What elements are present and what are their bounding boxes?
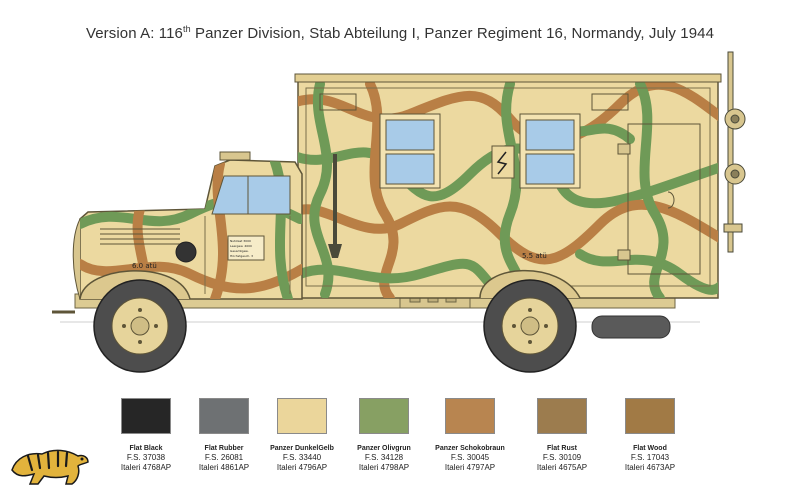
title-superscript: th <box>182 24 191 34</box>
box-rear-door <box>627 123 701 275</box>
color-chip <box>359 398 409 434</box>
spare-tire <box>591 315 671 339</box>
rear-marking: 5.5 atü <box>522 252 547 260</box>
title-prefix: Version A: 116 <box>85 25 183 42</box>
swatch-panzer-schokobraun: Panzer Schokobraun F.S. 30045 Italeri 47… <box>430 398 510 473</box>
swatch-flat-wood: Flat Wood F.S. 17043 Italeri 4673AP <box>610 398 690 473</box>
swatch-name: Flat Wood <box>633 445 667 452</box>
color-chip <box>199 398 249 434</box>
rear-mast <box>723 51 746 253</box>
swatch-flat-rust: Flat Rust F.S. 30109 Italeri 4675AP <box>522 398 602 473</box>
swatch-name: Flat Rust <box>547 445 577 452</box>
plate-line-3: Gesamtgew. <box>230 249 249 253</box>
swatch-italeri-code: Italeri 4797AP <box>444 463 496 472</box>
swatch-fs-code: F.S. 30109 <box>542 453 582 462</box>
hood-marking: 6.0 atü <box>132 262 157 270</box>
swatch-fs-code: F.S. 33440 <box>282 453 322 462</box>
color-palette: Flat Black F.S. 37038 Italeri 4768AP Fla… <box>0 398 800 478</box>
rear-wheel <box>483 279 577 373</box>
front-wheel <box>93 279 187 373</box>
swatch-name: Flat Black <box>129 445 163 452</box>
plate-line-4: Höchstgesch. 3 <box>230 254 253 258</box>
title-rest: Panzer Division, Stab Abteilung I, Panze… <box>190 25 715 42</box>
plate-line-2: Leergew. 4000 <box>230 244 252 248</box>
swatch-name: Panzer Olivgrun <box>357 445 411 452</box>
headlight <box>175 241 197 263</box>
color-chip <box>537 398 587 434</box>
plate-line-1: Nutzlast 3000 <box>230 239 251 243</box>
truck-cab: Nutzlast 3000 Leergew. 4000 Gesamtgew. H… <box>52 151 303 314</box>
color-chip <box>277 398 327 434</box>
swatch-name: Flat Rubber <box>204 445 244 452</box>
tiger-icon <box>11 449 89 485</box>
color-chip <box>121 398 171 434</box>
data-plate <box>227 235 265 261</box>
swatch-italeri-code: Italeri 4796AP <box>276 463 328 472</box>
box-body: 5.5 atü <box>294 73 722 299</box>
swatch-fs-code: F.S. 26081 <box>204 453 244 462</box>
swatch-name: Panzer Schokobraun <box>435 445 505 452</box>
swatch-fs-code: F.S. 37038 <box>126 453 166 462</box>
color-chip <box>625 398 675 434</box>
swatch-flat-rubber: Flat Rubber F.S. 26081 Italeri 4861AP <box>184 398 264 473</box>
swatch-fs-code: F.S. 30045 <box>450 453 490 462</box>
swatch-italeri-code: Italeri 4673AP <box>624 463 676 472</box>
swatch-fs-code: F.S. 34128 <box>364 453 404 462</box>
truck-illustration: 5.5 atü <box>52 51 746 373</box>
swatch-name: Panzer DunkelGelb <box>270 445 334 452</box>
swatch-panzer-olivgrun: Panzer Olivgrun F.S. 34128 Italeri 4798A… <box>344 398 424 473</box>
swatch-fs-code: F.S. 17043 <box>630 453 670 462</box>
swatch-italeri-code: Italeri 4675AP <box>536 463 588 472</box>
color-chip <box>445 398 495 434</box>
swatch-panzer-dunkelgelb: Panzer DunkelGelb F.S. 33440 Italeri 479… <box>262 398 342 473</box>
swatch-italeri-code: Italeri 4768AP <box>120 463 172 472</box>
swatch-italeri-code: Italeri 4861AP <box>198 463 250 472</box>
page-title: Version A: 116th Panzer Division, Stab A… <box>0 24 800 42</box>
swatch-italeri-code: Italeri 4798AP <box>358 463 410 472</box>
swatch-flat-black: Flat Black F.S. 37038 Italeri 4768AP <box>106 398 186 473</box>
